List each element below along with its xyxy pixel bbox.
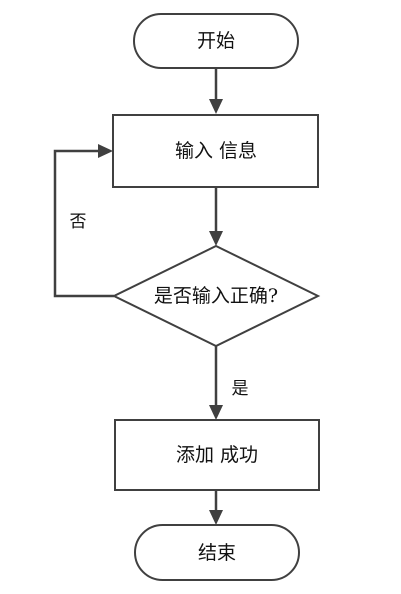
decision-node: 是否输入正确? — [111, 244, 321, 348]
success-node: 添加 成功 — [114, 419, 320, 491]
success-label: 添加 成功 — [176, 444, 258, 466]
yes-label: 是 — [232, 379, 249, 399]
input-node: 输入 信息 — [112, 114, 319, 188]
end-label: 结束 — [198, 542, 236, 564]
edge-decision-yes: 是 — [209, 346, 249, 420]
input-label: 输入 信息 — [175, 140, 257, 162]
start-label: 开始 — [197, 30, 235, 52]
edge-decision-no-loop: 否 — [53, 144, 114, 298]
no-label: 否 — [70, 212, 87, 232]
arrow-head — [209, 99, 223, 114]
input-process-shape — [112, 114, 319, 188]
arrow-head — [209, 231, 223, 246]
end-terminal-shape — [134, 524, 300, 581]
end-node: 结束 — [134, 524, 300, 581]
edge-line — [53, 149, 114, 298]
arrow-head — [98, 144, 113, 158]
arrow-head — [209, 405, 223, 420]
success-process-shape — [114, 419, 320, 491]
start-node: 开始 — [133, 13, 299, 69]
edge-input-to-decision — [209, 187, 223, 246]
arrow-head — [209, 510, 223, 525]
edge-success-to-end — [209, 490, 223, 525]
edge-start-to-input — [209, 68, 223, 114]
decision-label: 是否输入正确? — [154, 285, 278, 307]
